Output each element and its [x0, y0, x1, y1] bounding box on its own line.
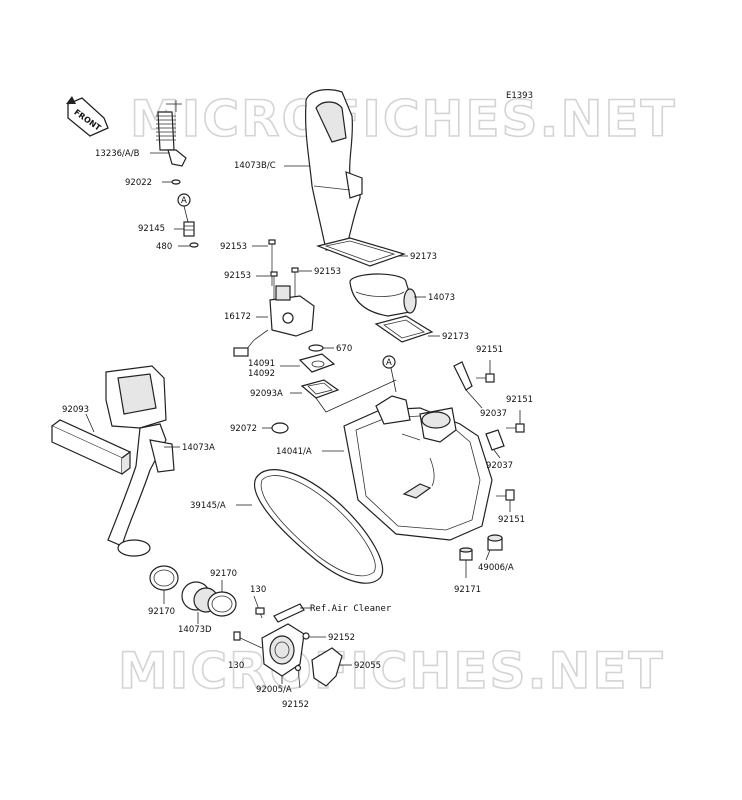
intake-duct-14073bc: [305, 89, 363, 251]
ref-air-cleaner-pipe: [273, 603, 305, 623]
part-label-14073: 14073: [428, 293, 455, 303]
bolt-92153-a: [268, 239, 276, 286]
part-label-14073a: 14073A: [182, 443, 215, 453]
clip-92072: [271, 422, 289, 434]
bolt-130-lower: [233, 631, 263, 649]
diagram-code: E1393: [506, 91, 533, 101]
bolt-92153-c: [291, 267, 299, 298]
bracket-92037-upper: [453, 361, 473, 391]
bolt-92151-upper: [476, 373, 495, 383]
part-label-92151-mid: 92151: [506, 395, 533, 405]
part-label-49006a: 49006/A: [478, 563, 514, 573]
seal-strip-92093: [50, 419, 132, 475]
part-label-92173-mid: 92173: [442, 332, 469, 342]
bolt-92151-lower: [496, 489, 515, 501]
part-label-92173-top: 92173: [410, 252, 437, 262]
clamp-92170-left: [149, 565, 179, 591]
part-label-92152-upper: 92152: [328, 633, 355, 643]
screw-92152-upper: [302, 632, 310, 640]
callout-a-2-text: A: [386, 358, 392, 368]
spring-92145: [183, 221, 195, 237]
part-label-92171: 92171: [454, 585, 481, 595]
part-label-92151-lower: 92151: [498, 515, 525, 525]
part-label-92093a: 92093A: [250, 389, 283, 399]
seal-92093a: [300, 379, 340, 399]
part-label-92145: 92145: [138, 224, 165, 234]
gasket-92055: [311, 647, 343, 687]
bolt-92151-mid: [506, 423, 525, 433]
part-label-14091: 14091: [248, 359, 275, 369]
duct-cover-92005: [261, 623, 305, 677]
part-label-39145a: 39145/A: [190, 501, 226, 511]
grommet-49006: [487, 534, 503, 551]
duct-14073a: [105, 365, 175, 557]
part-label-92037-lower: 92037: [486, 461, 513, 471]
part-label-130-upper: 130: [250, 585, 266, 595]
clip-92022: [171, 179, 181, 185]
bolt-92153-b: [270, 271, 278, 302]
clutch-cover-14041: [343, 395, 493, 541]
oring-670: [308, 344, 324, 352]
part-label-92037-upper: 92037: [480, 409, 507, 419]
part-label-92151-upper: 92151: [476, 345, 503, 355]
gasket-92173-top: [316, 237, 406, 267]
cover-14091: [298, 353, 336, 373]
part-label-480: 480: [156, 242, 172, 252]
part-label-670: 670: [336, 344, 352, 354]
part-label-92093: 92093: [62, 405, 89, 415]
screw-92152-lower: [294, 664, 302, 689]
clamp-92170-right: [207, 591, 237, 617]
part-label-92152-lower: 92152: [282, 700, 309, 710]
callout-a-1-text: A: [181, 196, 187, 206]
part-label-92005a: 92005/A: [256, 685, 292, 695]
front-arrow-icon: FRONT: [66, 96, 109, 137]
part-label-92153-b: 92153: [224, 271, 251, 281]
bracket-92037-lower: [485, 429, 505, 451]
watermark-top: MICROFICHES.NET: [130, 90, 677, 148]
bolt-130-upper: [253, 595, 265, 619]
part-label-92170-left: 92170: [148, 607, 175, 617]
watermark-bottom: MICROFICHES.NET: [118, 642, 665, 700]
duct-boot-14073: [349, 273, 417, 317]
part-label-92153-a: 92153: [220, 242, 247, 252]
callout-a-2: [382, 355, 396, 369]
ref-air-cleaner-label: Ref.Air Cleaner: [310, 604, 392, 614]
part-label-14073bc: 14073B/C: [234, 161, 276, 171]
part-label-92170-right: 92170: [210, 569, 237, 579]
part-label-92072: 92072: [230, 424, 257, 434]
part-label-92022: 92022: [125, 178, 152, 188]
part-label-14041a: 14041/A: [276, 447, 312, 457]
part-label-92055: 92055: [354, 661, 381, 671]
washer-480: [189, 242, 199, 248]
part-label-14092: 14092: [248, 369, 275, 379]
part-label-130-lower: 130: [228, 661, 244, 671]
part-label-14073d: 14073D: [178, 625, 212, 635]
part-label-92153-c: 92153: [314, 267, 341, 277]
spring-hose-part: [156, 100, 187, 167]
part-label-16172: 16172: [224, 312, 251, 322]
nut-92171: [459, 547, 473, 561]
gasket-92173-mid: [374, 315, 434, 343]
drive-belt-39145: [254, 469, 384, 584]
actuator-16172: [233, 285, 315, 357]
part-label-13236: 13236/A/B: [95, 149, 140, 159]
